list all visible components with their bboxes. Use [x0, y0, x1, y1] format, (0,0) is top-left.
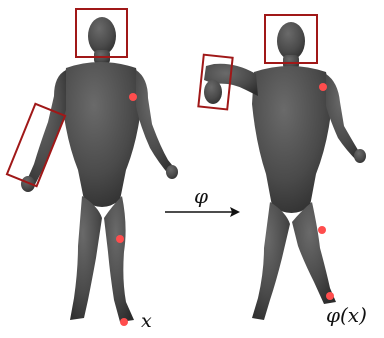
target-right-leg	[292, 202, 336, 304]
right-arrow-icon	[165, 207, 240, 217]
source-torso	[62, 62, 142, 207]
source-right-leg	[104, 196, 134, 322]
target-keypoint-foot	[326, 292, 334, 300]
source-keypoint-shoulder	[129, 93, 137, 101]
source-keypoint-foot	[120, 318, 128, 326]
target-keypoint-shoulder	[319, 83, 327, 91]
source-label: x	[141, 312, 152, 331]
target-label: φ(x)	[326, 305, 367, 325]
source-keypoint-knee	[116, 235, 124, 243]
mapping-label: φ	[194, 186, 208, 206]
target-right-arm	[326, 74, 364, 162]
source-body	[21, 17, 178, 322]
source-head	[88, 17, 116, 55]
target-keypoint-knee	[318, 226, 326, 234]
source-right-arm	[136, 70, 176, 176]
source-left-leg	[70, 196, 102, 320]
target-head	[277, 22, 305, 60]
target-body	[204, 22, 366, 320]
target-left-leg	[252, 202, 290, 320]
